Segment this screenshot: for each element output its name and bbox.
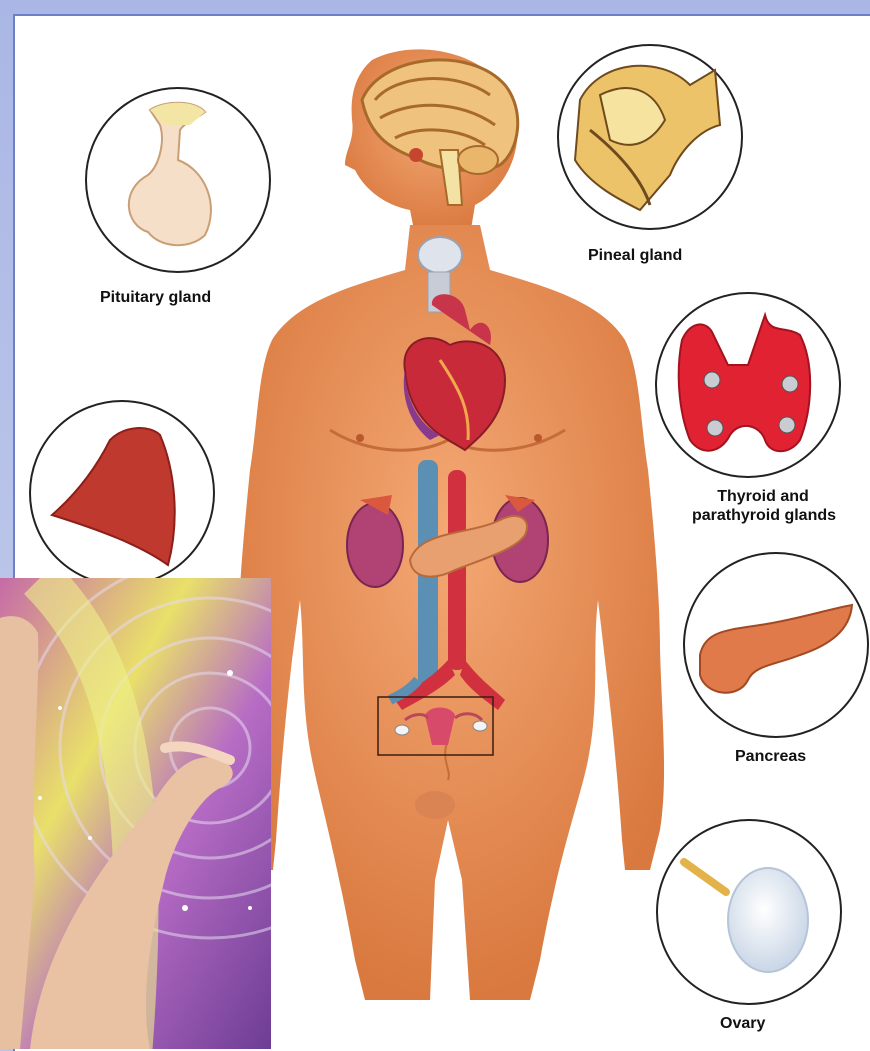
thyroid-circle: [656, 293, 840, 477]
hands-photo: [0, 578, 271, 1049]
ovary-circle: [657, 820, 841, 1004]
pancreas-label: Pancreas: [735, 747, 806, 766]
thyroid-label-line2: parathyroid glands: [674, 506, 854, 525]
pineal-label: Pineal gland: [588, 246, 682, 265]
groin: [415, 791, 455, 819]
thyroid-label-line1: Thyroid and: [688, 487, 838, 506]
pineal-circle: [558, 45, 742, 229]
pituitary-label: Pituitary gland: [100, 288, 211, 307]
ovary-label: Ovary: [720, 1014, 765, 1033]
neck-thyroid-icon: [418, 237, 462, 273]
hands-photo-overlay: [0, 578, 271, 1049]
adrenal-circle: [30, 401, 214, 585]
pancreas-circle: [684, 553, 868, 737]
pituitary-circle: [86, 88, 270, 272]
